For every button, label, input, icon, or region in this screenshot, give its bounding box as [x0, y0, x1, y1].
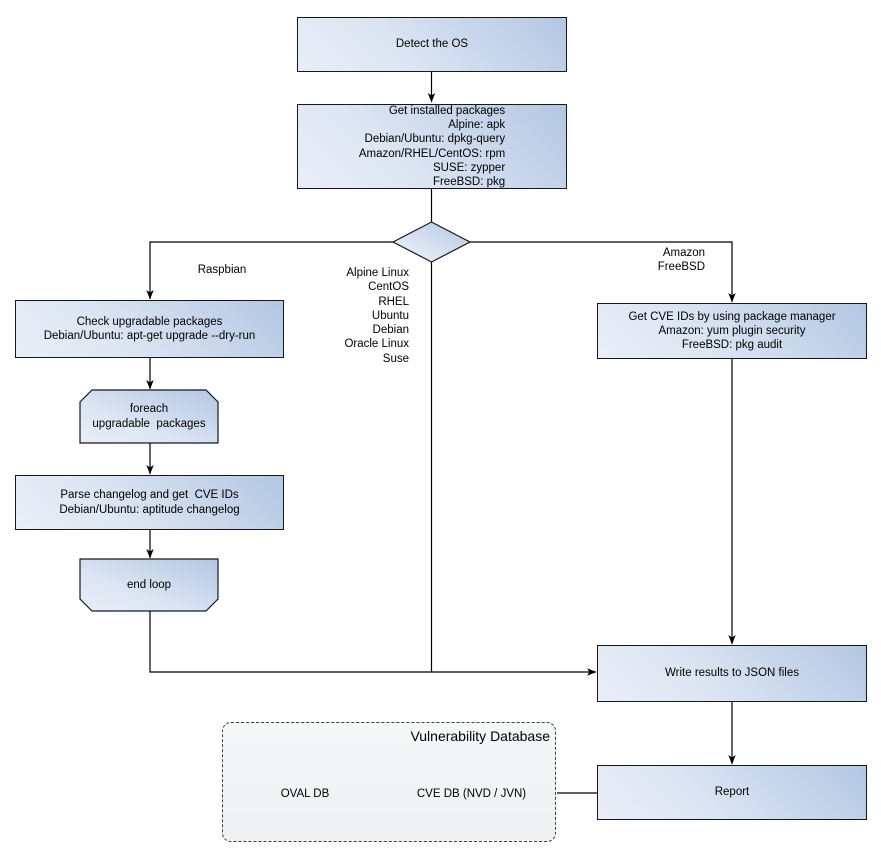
connectors — [146, 72, 736, 794]
node-parse-changelog-label: Parse changelog and get CVE IDs Debian/U… — [59, 489, 240, 516]
branch-label-amazon-freebsd: Amazon FreeBSD — [657, 247, 705, 274]
vulnerability-database-container: Vulnerability Database — [222, 722, 556, 842]
edge-decision-to-check-upgradable — [146, 241, 393, 300]
edge-decision-to-get-cve — [470, 241, 736, 303]
node-report: Report — [597, 765, 867, 820]
os-decision-diamond — [391, 221, 472, 263]
node-write-results-label: Write results to JSON files — [665, 667, 799, 680]
vulnerability-database-title: Vulnerability Database — [410, 728, 550, 744]
edge-endloop-to-write-results — [149, 611, 597, 676]
node-parse-changelog: Parse changelog and get CVE IDs Debian/U… — [15, 475, 284, 530]
node-check-upgradable-label: Check upgradable packages Debian/Ubuntu:… — [43, 315, 256, 342]
node-check-upgradable: Check upgradable packages Debian/Ubuntu:… — [15, 300, 284, 358]
node-detect-os-label: Detect the OS — [395, 38, 469, 51]
branch-label-os-list: Alpine Linux CentOS RHEL Ubuntu Debian O… — [344, 267, 409, 365]
end-loop-shape — [79, 558, 219, 612]
branch-label-raspbian: Raspbian — [197, 264, 247, 276]
node-get-installed-packages-label: Get installed packages Alpine: apk Debia… — [358, 104, 506, 189]
node-write-results: Write results to JSON files — [597, 645, 867, 702]
node-get-cve-ids-label: Get CVE IDs by using package manager Ama… — [628, 310, 836, 352]
foreach-loop-shape — [79, 389, 219, 444]
node-detect-os: Detect the OS — [297, 17, 567, 72]
node-report-label: Report — [714, 786, 750, 799]
node-get-cve-ids: Get CVE IDs by using package manager Ama… — [597, 303, 867, 359]
node-get-installed-packages: Get installed packages Alpine: apk Debia… — [297, 104, 567, 189]
